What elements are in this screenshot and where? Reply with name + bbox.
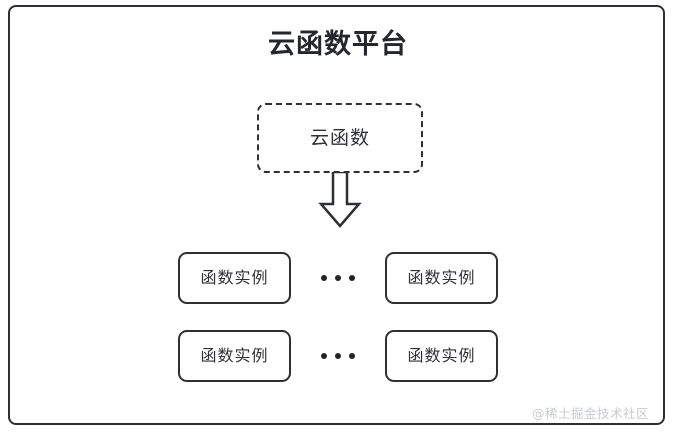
ellipsis-dot: [321, 353, 327, 359]
ellipsis-dot: [335, 275, 341, 281]
ellipsis-icon: [291, 252, 385, 304]
cloud-function-label: 云函数: [309, 127, 370, 149]
down-arrow-icon: [313, 172, 367, 228]
ellipsis-icon: [291, 330, 385, 382]
ellipsis-dot: [335, 353, 341, 359]
instance-row: 函数实例 函数实例: [0, 330, 676, 382]
ellipsis-dot: [349, 275, 355, 281]
ellipsis-dot: [321, 275, 327, 281]
function-instance-box: 函数实例: [178, 252, 291, 304]
ellipsis-dot: [349, 353, 355, 359]
function-instance-box: 函数实例: [385, 330, 498, 382]
function-instance-box: 函数实例: [385, 252, 498, 304]
function-instance-box: 函数实例: [178, 330, 291, 382]
function-instance-label: 函数实例: [407, 268, 476, 287]
watermark: @稀土掘金技术社区: [531, 406, 649, 421]
instance-row: 函数实例 函数实例: [0, 252, 676, 304]
function-instance-label: 函数实例: [200, 268, 269, 287]
cloud-function-node: 云函数: [257, 103, 423, 173]
page-title: 云函数平台: [268, 29, 408, 60]
function-instance-label: 函数实例: [407, 346, 476, 365]
function-instance-label: 函数实例: [200, 346, 269, 365]
